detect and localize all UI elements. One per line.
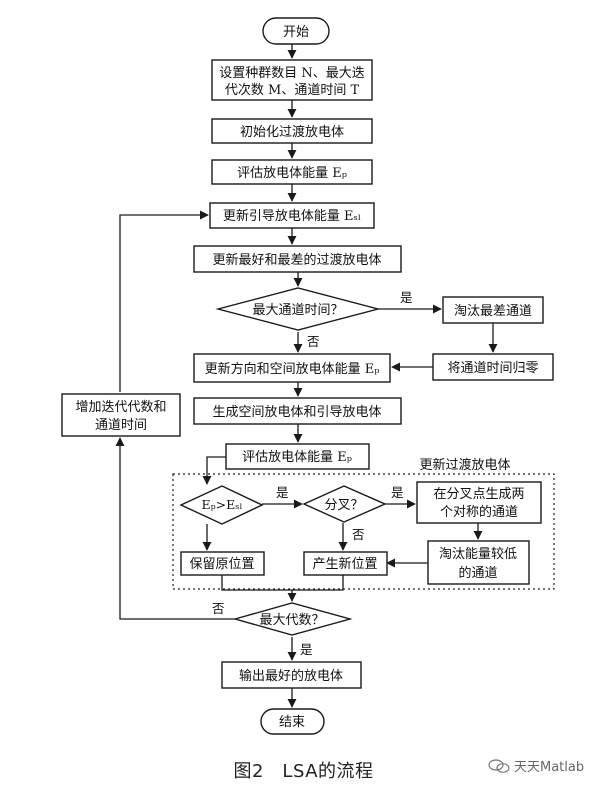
watermark: 天天Matlab xyxy=(488,756,584,775)
decision-max-generations: 最大代数？ xyxy=(232,602,353,636)
label-no-generations: 否 xyxy=(212,601,225,616)
svg-text:个对称的通道: 个对称的通道 xyxy=(440,504,518,520)
svg-text:产生新位置: 产生新位置 xyxy=(312,556,377,572)
label-no-channel-time: 否 xyxy=(307,334,320,349)
svg-text:输出最好的放电体: 输出最好的放电体 xyxy=(239,668,343,684)
node-update-leader: 更新引导放电体能量 Eₛₗ xyxy=(209,202,375,229)
label-yes-channel-time: 是 xyxy=(400,290,413,305)
node-update-best-worst: 更新最好和最差的过渡放电体 xyxy=(193,245,402,273)
node-update-direction: 更新方向和空间放电体能量 Eₚ xyxy=(193,353,391,383)
svg-text:增加迭代代数和: 增加迭代代数和 xyxy=(75,400,166,415)
node-eval-energy-1: 评估放电体能量 Eₚ xyxy=(211,159,373,185)
label-yes-generations: 是 xyxy=(300,642,313,657)
svg-text:更新最好和最差的过渡放电体: 更新最好和最差的过渡放电体 xyxy=(212,252,381,268)
svg-text:结束: 结束 xyxy=(279,715,305,730)
svg-text:最大代数？: 最大代数？ xyxy=(259,613,324,628)
svg-text:保留原位置: 保留原位置 xyxy=(189,557,254,572)
group-label: 更新过渡放电体 xyxy=(419,457,510,473)
node-eval-energy-2: 评估放电体能量 Eₚ xyxy=(225,443,370,470)
node-reset-channel-time: 将通道时间归零 xyxy=(432,353,554,381)
svg-text:设置种群数目 N、最大迭: 设置种群数目 N、最大迭 xyxy=(219,66,365,81)
node-eliminate-low: 淘汰能量较低 的通道 xyxy=(427,540,530,585)
figure-caption: 图2 LSA的流程 xyxy=(233,761,374,782)
update-transition-group xyxy=(172,473,555,590)
node-two-channels: 在分叉点生成两 个对称的通道 xyxy=(416,481,542,524)
svg-text:初始化过渡放电体: 初始化过渡放电体 xyxy=(240,124,344,140)
connectors xyxy=(115,44,498,708)
svg-text:评估放电体能量 Eₚ: 评估放电体能量 Eₚ xyxy=(242,450,352,465)
node-set-params: 设置种群数目 N、最大迭 代次数 M、通道时间 T xyxy=(211,59,373,101)
svg-text:生成空间放电体和引导放电体: 生成空间放电体和引导放电体 xyxy=(212,405,381,420)
svg-text:将通道时间归零: 将通道时间归零 xyxy=(447,361,538,376)
svg-text:更新引导放电体能量 Eₛₗ: 更新引导放电体能量 Eₛₗ xyxy=(223,208,361,224)
label-yes-energy: 是 xyxy=(276,485,289,500)
label-yes-fork: 是 xyxy=(391,485,404,500)
svg-text:最大通道时间？: 最大通道时间？ xyxy=(252,303,343,318)
node-init: 初始化过渡放电体 xyxy=(211,118,373,144)
watermark-text: 天天Matlab xyxy=(514,760,585,775)
node-generate: 生成空间放电体和引导放电体 xyxy=(193,397,402,425)
svg-text:代次数 M、通道时间 T: 代次数 M、通道时间 T xyxy=(225,82,360,98)
node-start: 开始 xyxy=(262,17,330,45)
svg-text:淘汰能量较低: 淘汰能量较低 xyxy=(439,547,517,562)
svg-text:开始: 开始 xyxy=(283,25,309,40)
decision-energy-compare: Eₚ>Eₛₗ xyxy=(179,485,264,525)
svg-text:的通道: 的通道 xyxy=(458,565,497,581)
node-increase-iteration: 增加迭代代数和 通道时间 xyxy=(61,393,181,437)
svg-text:评估放电体能量 Eₚ: 评估放电体能量 Eₚ xyxy=(237,166,347,181)
node-new-position: 产生新位置 xyxy=(303,551,388,576)
node-keep-position: 保留原位置 xyxy=(180,551,265,576)
svg-text:Eₚ>Eₛₗ: Eₚ>Eₛₗ xyxy=(202,497,243,512)
svg-text:在分叉点生成两: 在分叉点生成两 xyxy=(433,487,524,502)
node-output-best: 输出最好的放电体 xyxy=(221,661,362,689)
svg-text:分叉？: 分叉？ xyxy=(324,498,363,513)
label-no-fork: 否 xyxy=(352,527,365,542)
wechat-icon xyxy=(488,758,510,773)
svg-text:更新方向和空间放电体能量 Eₚ: 更新方向和空间放电体能量 Eₚ xyxy=(205,361,380,377)
node-eliminate-worst: 淘汰最差通道 xyxy=(442,296,544,324)
svg-text:淘汰最差通道: 淘汰最差通道 xyxy=(454,304,532,319)
node-end: 结束 xyxy=(260,708,325,735)
decision-max-channel-time: 最大通道时间？ xyxy=(215,287,381,331)
svg-text:通道时间: 通道时间 xyxy=(95,418,147,433)
decision-fork: 分叉？ xyxy=(302,485,387,523)
